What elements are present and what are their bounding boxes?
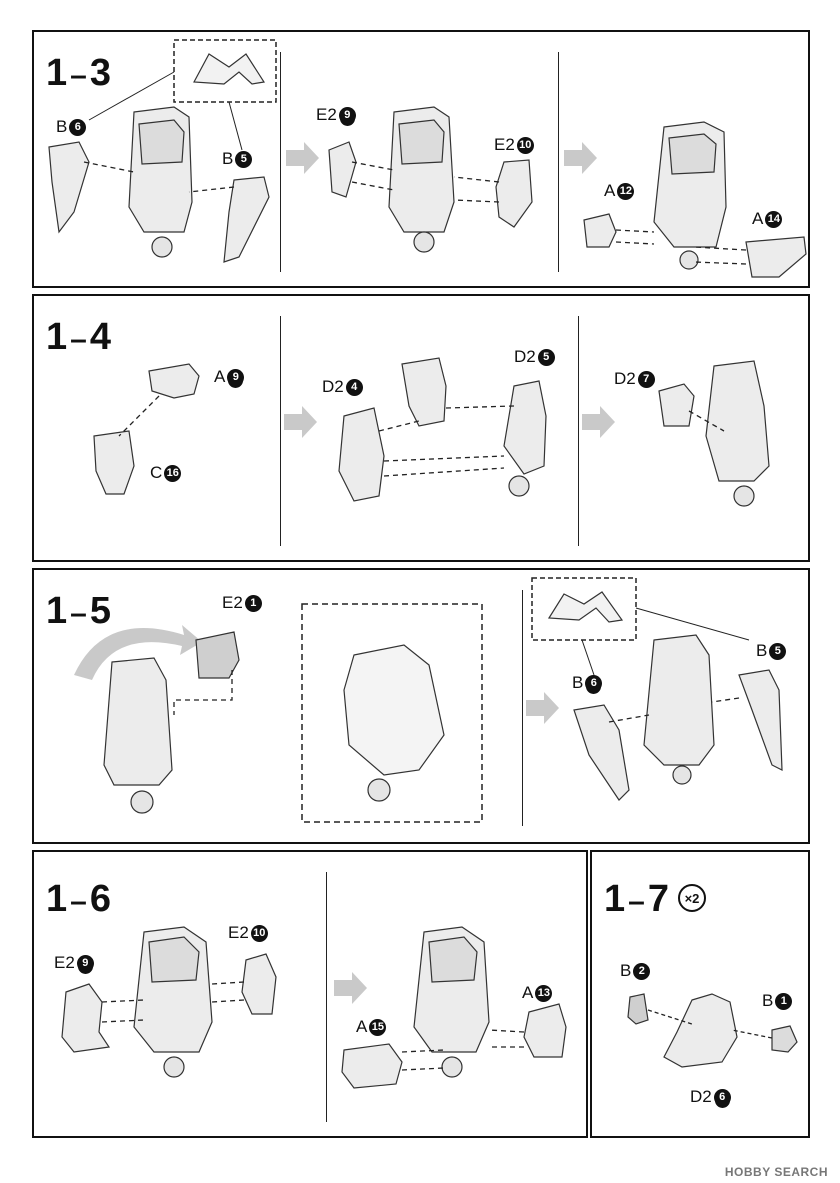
part-letter: D2 (322, 377, 344, 396)
step-1-4-illustration (93, 357, 770, 507)
part-letter: B (620, 961, 632, 980)
part-letter: A (752, 209, 764, 228)
part-letter: E2 (222, 593, 243, 612)
part-number: 14 (765, 211, 783, 229)
part-letter: E2 (316, 105, 337, 124)
step-title: 1–7 (604, 878, 670, 920)
step-major: 1 (46, 878, 69, 920)
step-major: 1 (46, 52, 69, 94)
part-number: 1 (775, 993, 793, 1011)
step-1-7-illustration (627, 993, 798, 1068)
divider (326, 872, 327, 1122)
part-number: 6 (585, 675, 603, 693)
divider (280, 52, 281, 272)
part-number: 2 (633, 963, 651, 981)
step-major: 1 (46, 590, 69, 632)
part-letter: E2 (494, 135, 515, 154)
part-letter: B (56, 117, 68, 136)
divider (558, 52, 559, 272)
part-number: 6 (713, 1089, 731, 1107)
part-number: 1 (244, 595, 262, 613)
watermark: HOBBY SEARCH (724, 1165, 828, 1179)
part-number: 15 (369, 1019, 387, 1037)
part-number: 7 (637, 371, 655, 389)
step-1-3-illustration (48, 39, 807, 278)
part-letter: E2 (228, 923, 249, 942)
part-number: 9 (227, 369, 245, 387)
part-letter: A (356, 1017, 368, 1036)
part-letter: A (214, 367, 226, 386)
step-major: 1 (604, 878, 627, 920)
step-title: 1–6 (46, 878, 112, 920)
step-1-3-panel: 1–3 (32, 30, 810, 288)
part-number: 4 (345, 379, 363, 397)
part-letter: C (150, 463, 163, 482)
part-number: 16 (164, 465, 182, 483)
part-letter: D2 (614, 369, 636, 388)
divider (578, 316, 579, 546)
part-letter: B (756, 641, 768, 660)
step-minor: 5 (89, 590, 112, 632)
part-number: 5 (769, 643, 787, 661)
step-title: 1–5 (46, 590, 112, 632)
step-minor: 4 (89, 316, 112, 358)
step-title: 1–3 (46, 52, 112, 94)
part-number: 10 (516, 137, 534, 155)
step-minor: 3 (89, 52, 112, 94)
part-number: 5 (235, 151, 253, 169)
divider (280, 316, 281, 546)
quantity-badge: ×2 (678, 884, 706, 912)
part-number: 9 (338, 107, 356, 125)
part-letter: A (604, 181, 616, 200)
part-letter: A (522, 983, 534, 1002)
part-letter: D2 (514, 347, 536, 366)
step-minor: 6 (89, 878, 112, 920)
step-1-5-illustration (74, 577, 783, 823)
step-major: 1 (46, 316, 69, 358)
part-number: 13 (535, 985, 553, 1003)
step-1-5-panel: 1–5 (32, 568, 810, 844)
part-number: 10 (250, 925, 268, 943)
part-letter: B (222, 149, 234, 168)
part-number: 6 (69, 119, 87, 137)
part-number: 9 (76, 955, 94, 973)
step-1-6-illustration (61, 926, 567, 1089)
step-title: 1–4 (46, 316, 112, 358)
part-letter: E2 (54, 953, 75, 972)
part-letter: D2 (690, 1087, 712, 1106)
part-number: 12 (617, 183, 635, 201)
part-letter: B (572, 673, 584, 692)
part-letter: B (762, 991, 774, 1010)
divider (522, 590, 523, 826)
part-number: 5 (537, 349, 555, 367)
step-minor: 7 (647, 878, 670, 920)
